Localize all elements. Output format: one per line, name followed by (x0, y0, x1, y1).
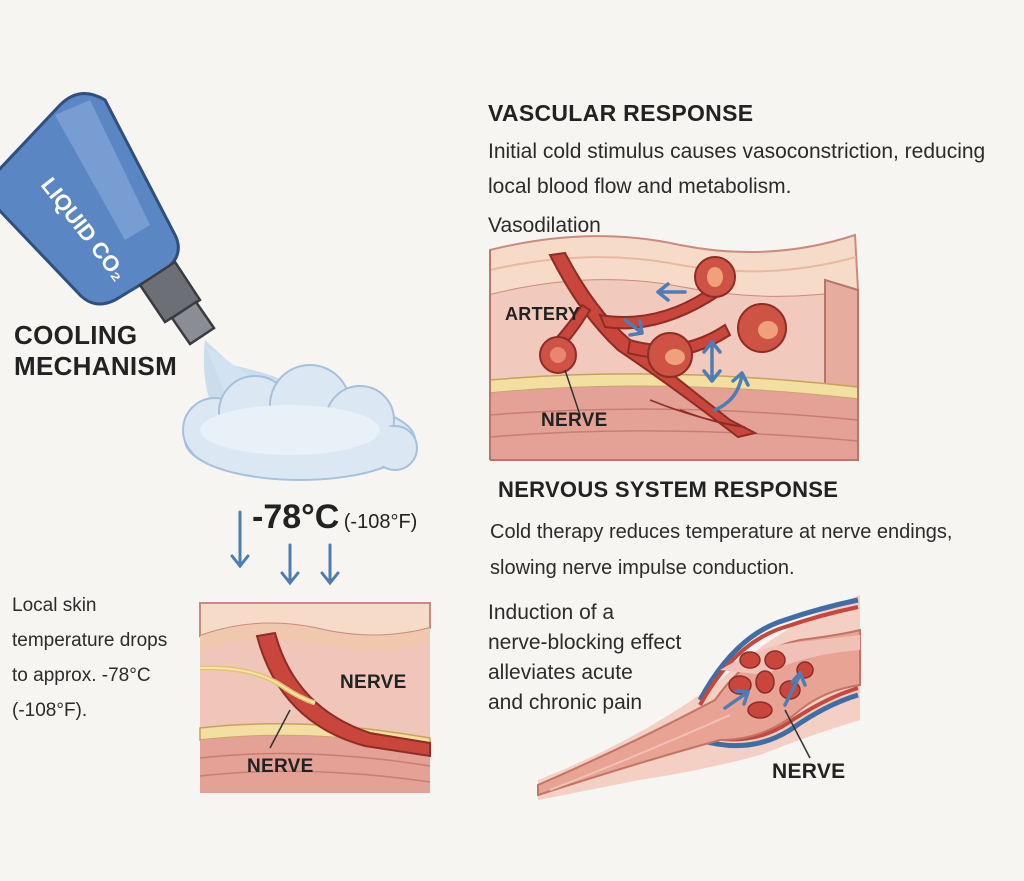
induction-text-line: Induction of a (488, 601, 615, 624)
down-arrow-icon (230, 510, 250, 569)
signal-arrow-icon (783, 671, 807, 707)
skin-text-line: temperature drops (12, 630, 168, 651)
temperature-celsius: -78°C (252, 498, 340, 536)
skin-temperature-text: Local skin temperature drops to approx. … (12, 588, 167, 728)
vasodilation-label: Vasodilation (488, 214, 601, 237)
vascular-desc-line: local blood flow and metabolism. (488, 175, 792, 198)
vascular-desc-line: Initial cold stimulus causes vasoconstri… (488, 140, 986, 163)
flow-arrow-icon (623, 318, 644, 337)
down-arrow-icon (280, 543, 300, 586)
skin-cross-section-left (199, 602, 431, 793)
skin-text-line: (-108°F). (12, 700, 88, 721)
nervous-desc-line: Cold therapy reduces temperature at nerv… (490, 521, 953, 543)
flow-arrow-icon (656, 282, 687, 302)
bottle-nozzle (138, 260, 216, 346)
vapor-cloud (182, 364, 418, 481)
nerve-label-upper: NERVE (340, 672, 407, 693)
induction-text-line: alleviates acute (488, 661, 633, 684)
temperature-readout: -78°C (-108°F) (252, 498, 417, 537)
cooling-title-line1: COOLING (14, 320, 138, 350)
nervous-description: Cold therapy reduces temperature at nerv… (490, 514, 953, 586)
cold-flow-arrows (230, 510, 340, 586)
co2-canister-illustration: LIQUID CO₂ (0, 92, 418, 481)
nerve-fascicles (728, 650, 814, 719)
vascular-response-title: VASCULAR RESPONSE (488, 100, 754, 126)
bottle-body (0, 92, 180, 306)
skin-text-line: to approx. -78°C (12, 665, 151, 686)
down-arrow-icon (320, 543, 340, 586)
artery-label: ARTERY (505, 304, 581, 324)
vascular-nerve-label: NERVE (541, 410, 608, 431)
nervous-desc-line: slowing nerve impulse conduction. (490, 557, 795, 579)
skin-text-line: Local skin (12, 595, 97, 616)
induction-text-line: and chronic pain (488, 691, 643, 714)
nervous-nerve-label: NERVE (772, 760, 846, 783)
signal-arrow-icon (723, 689, 750, 710)
nerve-illustration (537, 595, 861, 800)
vascular-cross-section (489, 233, 860, 462)
induction-text: Induction of a nerve-blocking effect all… (488, 598, 681, 718)
nerve-label-lower: NERVE (247, 756, 314, 777)
vascular-description: Initial cold stimulus causes vasoconstri… (488, 134, 985, 204)
cooling-mechanism-title: COOLING MECHANISM (14, 320, 177, 382)
temperature-fahrenheit: (-108°F) (343, 511, 418, 533)
induction-text-line: nerve-blocking effect (488, 631, 682, 654)
flow-arrow-icon (702, 340, 722, 383)
flow-arrow-icon (713, 371, 750, 412)
cooling-title-line2: MECHANISM (14, 351, 178, 381)
nervous-response-title: NERVOUS SYSTEM RESPONSE (498, 477, 839, 502)
